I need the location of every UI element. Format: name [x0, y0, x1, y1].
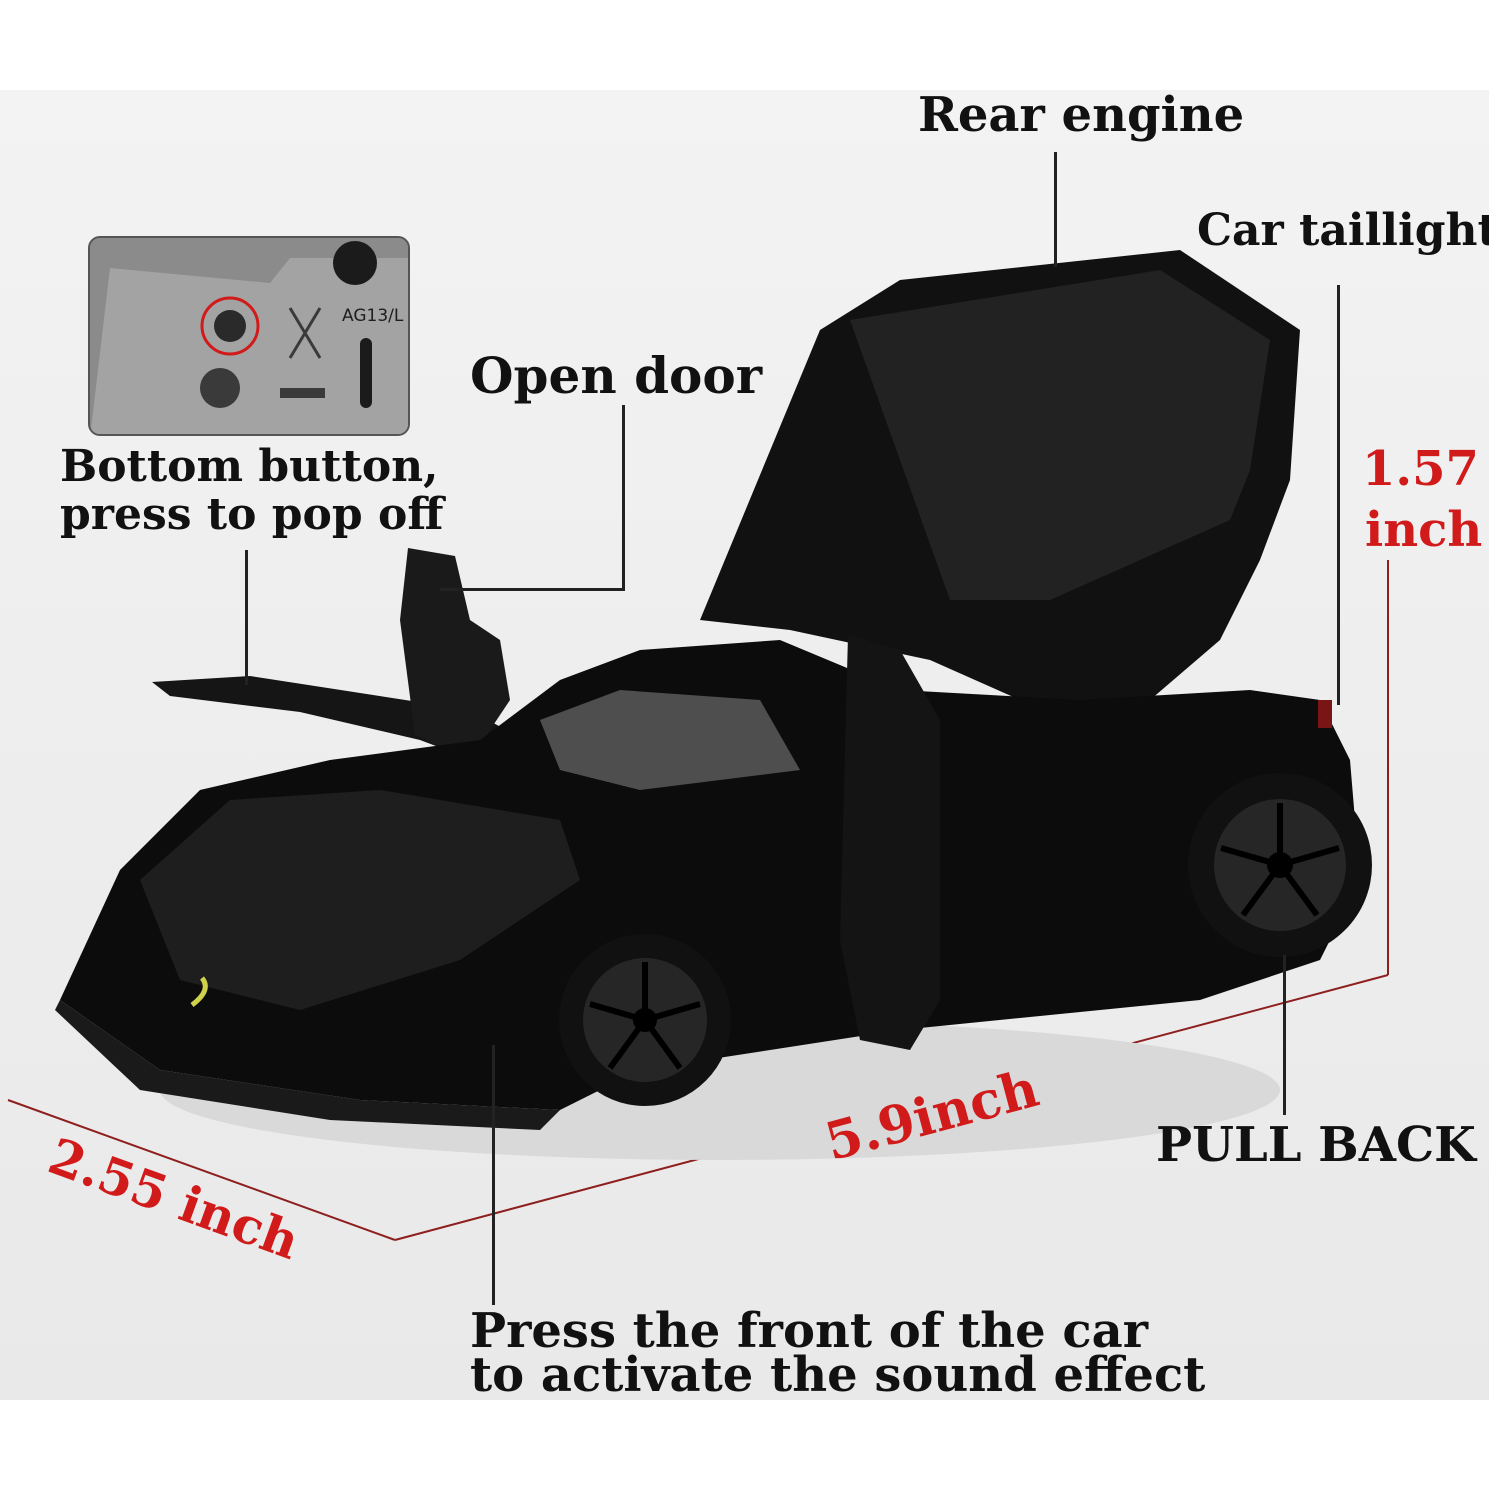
- height-value-label: 1.57: [1362, 441, 1479, 497]
- leader-open-door-v: [622, 405, 625, 590]
- leader-sound: [492, 1045, 495, 1305]
- inset-image: [90, 238, 408, 434]
- leader-rear-engine: [1054, 152, 1057, 267]
- car-body: [60, 640, 1360, 1110]
- front-wheel: [559, 934, 731, 1106]
- bottom-button-inset: AG13/L: [88, 236, 410, 436]
- engine-cover-highlight: [850, 270, 1270, 600]
- sound-label-line2: to activate the sound effect: [470, 1347, 1206, 1403]
- battery-label: AG13/L: [342, 306, 404, 326]
- rear-wheel: [1188, 773, 1372, 957]
- height-unit-label: inch: [1365, 502, 1483, 558]
- open-door: [400, 548, 510, 760]
- open-door-label: Open door: [470, 346, 763, 405]
- sound-label-line1: Press the front of the car: [470, 1303, 1149, 1359]
- leader-taillights: [1337, 285, 1340, 705]
- leader-bottom-button: [245, 550, 248, 685]
- front-splitter: [55, 1000, 560, 1130]
- bottom-button-label-line2: press to pop off: [60, 489, 444, 540]
- bottom-button-label-line1: Bottom button,: [60, 441, 439, 492]
- rear-engine-label: Rear engine: [918, 87, 1245, 143]
- leader-pull-back: [1283, 955, 1286, 1115]
- pull-back-label: PULL BACK: [1156, 1117, 1476, 1173]
- side-door: [840, 635, 940, 1050]
- accent-stripe: [190, 976, 208, 1007]
- hood-surface: [140, 790, 580, 1010]
- windshield: [540, 690, 800, 790]
- car-taillights-label: Car taillights: [1197, 205, 1489, 256]
- leader-open-door-h: [440, 588, 625, 591]
- taillight: [1318, 700, 1332, 728]
